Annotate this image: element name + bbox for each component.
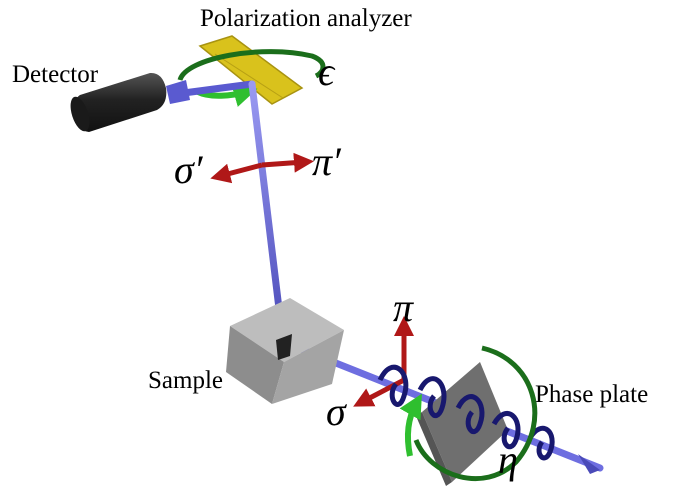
polarization-helix [377, 364, 555, 461]
pi-symbol: π [393, 285, 414, 330]
epsilon-symbol: ϵ [318, 49, 335, 94]
detector-label: Detector [12, 61, 99, 88]
phase-plate-label: Phase plate [535, 381, 649, 408]
eta-symbol: η [498, 437, 518, 482]
polarization-analyzer-label: Polarization analyzer [200, 5, 412, 32]
sigma-prime-symbol: σ′ [174, 147, 203, 192]
sample-label: Sample [148, 367, 223, 394]
pi-prime-symbol: π′ [312, 139, 341, 184]
scattered-polarization-arrows [210, 152, 314, 184]
sigma-symbol: σ [326, 389, 346, 434]
eta-rotation-arrow [399, 345, 538, 482]
sample-cube [226, 298, 344, 404]
detector [70, 72, 190, 132]
